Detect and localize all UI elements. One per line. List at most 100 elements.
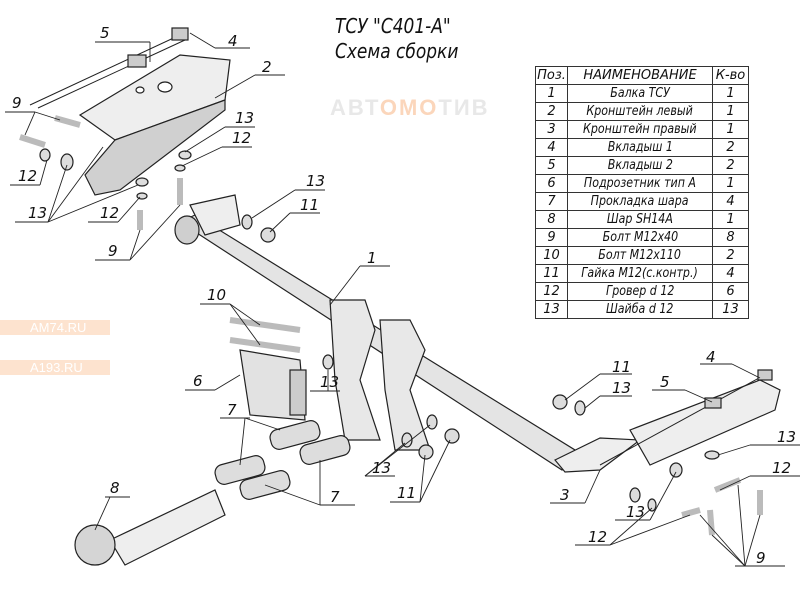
cell-text: Кронштейн левый [586,103,694,119]
callout-label-9: 9 [12,94,22,112]
callout-label-13: 13 [626,503,645,521]
callout-label-5: 5 [660,373,670,391]
callout-label-11: 11 [300,196,319,214]
part-left-bracket [78,54,231,196]
leader-line [419,454,426,503]
cell-qty: 6 [712,282,749,301]
leader-line [649,471,677,521]
cell-pos: 12 [535,282,568,301]
cell-text: Кронштейн правый [583,121,697,137]
cell-text: 4 [726,193,735,209]
cell-pos: 11 [535,264,568,283]
cell-pos: 6 [535,174,568,193]
leader-line [419,439,451,503]
cell-text: Болт М12x40 [602,229,678,245]
cell-pos: 5 [535,156,568,175]
leader-line [711,534,746,567]
cell-name: Кронштейн правый [567,120,713,139]
callout-label-12: 12 [100,204,119,222]
callout-label-2: 2 [262,58,272,76]
cell-pos: 10 [535,246,568,265]
callout-label-13: 13 [320,373,339,391]
leader-lines [5,32,800,567]
cell-pos: 1 [535,84,568,103]
cell-name: Болт М12x40 [567,228,713,247]
callout-label-12: 12 [588,528,607,546]
cell-text: 4 [726,265,735,281]
cell-text: 8 [726,229,735,245]
cell-qty: 1 [712,102,749,121]
leader-line [229,303,261,326]
callout-label-8: 8 [110,479,120,497]
leader-line [214,74,256,99]
callout-label-11: 11 [612,358,631,376]
leader-line [229,303,261,346]
leader-line [731,363,761,379]
callout-label-13: 13 [28,204,47,222]
part-beam [174,194,642,473]
cell-pos: 13 [535,300,568,319]
leader-line [744,514,761,567]
leader-line [584,469,601,504]
callout-label-5: 5 [100,24,110,42]
cell-text: 1 [726,121,735,137]
callout-label-4: 4 [706,348,716,366]
callout-label-13: 13 [235,109,254,127]
callout-label-12: 12 [772,459,791,477]
cell-name: Кронштейн левый [567,102,713,121]
table-row: 3 Кронштейн правый 1 [535,120,749,139]
cell-qty: 1 [712,120,749,139]
cell-text: 13 [722,301,739,317]
cell-text: Вкладыш 2 [607,157,673,173]
cell-text: 6 [726,283,735,299]
cell-qty: 2 [712,246,749,265]
cell-qty: 2 [712,156,749,175]
cell-text: Прокладка шара [591,193,689,209]
leader-line [564,373,601,401]
leader-line [719,475,751,491]
cell-text: 9 [547,229,556,245]
leader-line [329,265,361,306]
leader-line [251,189,296,219]
cell-text: 2 [547,103,556,119]
leader-line [737,484,746,567]
leader-line [189,32,216,49]
cell-text: 3 [547,121,556,137]
cell-qty: 1 [712,174,749,193]
cell-text: 2 [726,247,735,263]
cell-qty: 13 [712,300,749,319]
leader-line [47,146,104,223]
table-header-row: Поз. НАИМЕНОВАНИЕ К-во [535,66,749,85]
title-subtitle: Схема сборки [335,39,459,63]
leader-line [244,417,281,431]
cell-text: 8 [547,211,556,227]
leader-line [47,184,139,223]
cell-text: 13 [543,301,560,317]
leader-line [39,159,48,186]
callout-label-4: 4 [228,32,238,50]
leader-line [184,126,226,153]
header-name: НАИМЕНОВАНИЕ [567,66,713,85]
leader-line [699,514,746,567]
leader-line [47,164,68,223]
cell-qty: 1 [712,84,749,103]
leader-line [129,229,141,261]
cell-text: 1 [547,85,556,101]
cell-text: 11 [543,265,560,281]
cell-name: Вкладыш 2 [567,156,713,175]
leader-line [609,507,653,546]
leader-line [214,374,241,391]
leader-line [364,424,431,477]
callout-label-13: 13 [612,379,631,397]
cell-qty: 8 [712,228,749,247]
cell-pos: 2 [535,102,568,121]
table-row: 2 Кронштейн левый 1 [535,102,749,121]
